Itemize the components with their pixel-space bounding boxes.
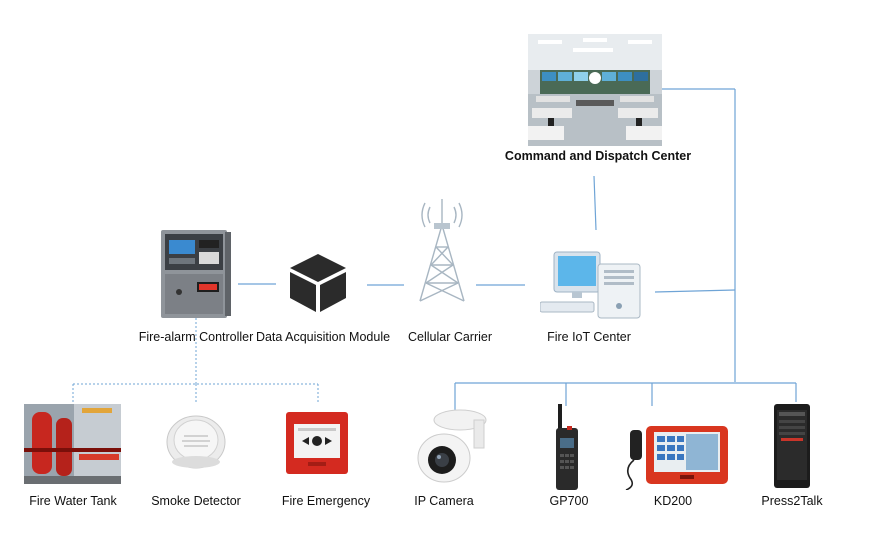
smoke-detector-icon	[166, 415, 226, 469]
two-way-radio-icon	[556, 404, 578, 490]
cellular-carrier-label: Cellular Carrier	[407, 330, 493, 344]
press2talk-label: Press2Talk	[761, 494, 823, 508]
fire-water-tank-image	[24, 404, 121, 484]
fire-alarm-controller-label: Fire-alarm Controller	[138, 330, 254, 344]
cell-tower-icon	[419, 199, 465, 302]
ip-camera-icon	[417, 409, 487, 483]
fire-water-tank-label: Fire Water Tank	[29, 494, 117, 508]
computer-server-icon	[540, 251, 641, 319]
fire-emergency-call-point-icon	[286, 412, 348, 474]
fire-iot-center-label: Fire IoT Center	[547, 330, 631, 344]
cube-icon	[290, 254, 346, 312]
gp700-label: GP700	[549, 494, 589, 508]
fire-alarm-controller-icon	[161, 230, 231, 318]
data-acquisition-module-label: Data Acquisition Module	[255, 330, 391, 344]
fire-emergency-label: Fire Emergency	[281, 494, 371, 508]
command-center-image	[528, 34, 662, 146]
command-center-label: Command and Dispatch Center	[504, 149, 692, 163]
ip-camera-label: IP Camera	[414, 494, 474, 508]
smoke-detector-label: Smoke Detector	[151, 494, 241, 508]
kd200-label: KD200	[653, 494, 693, 508]
dispatch-console-icon	[625, 426, 728, 490]
smartphone-icon	[774, 404, 810, 488]
